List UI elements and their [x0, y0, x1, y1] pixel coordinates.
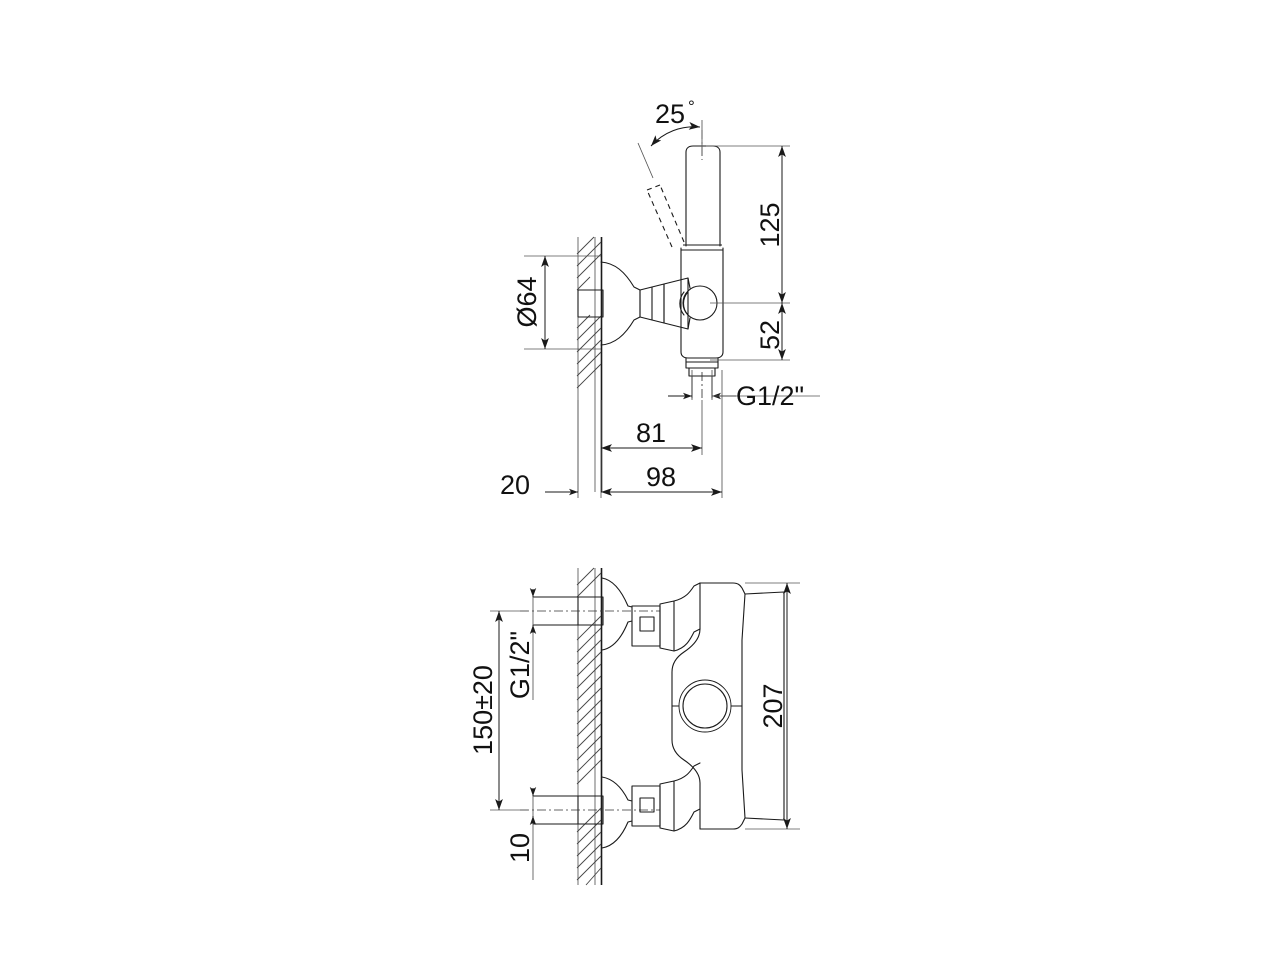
- escutcheon-lower-front: [601, 762, 701, 849]
- dim-98-label: 98: [646, 462, 676, 492]
- dim-150-label: 150±20: [468, 665, 498, 755]
- angle-ref-rotated: [637, 142, 654, 179]
- body-middle-seam: [741, 593, 746, 819]
- escutcheon-top: [600, 261, 641, 346]
- wall-hatch-bottom: [576, 567, 602, 886]
- dim-81: 81: [600, 400, 703, 498]
- control-knob-front: [671, 679, 743, 733]
- connector-lower-square: [639, 797, 655, 813]
- dim-81-label: 81: [636, 418, 666, 448]
- dim-diameter-64: Ø64: [512, 255, 601, 350]
- dim-98: 98: [601, 370, 723, 498]
- inlet-lower: [520, 795, 660, 825]
- thread-outlet-label: G1/2": [736, 381, 804, 411]
- dim-125: 125: [706, 145, 790, 304]
- wall-fixing-box: [577, 289, 604, 318]
- dim-52: 52: [710, 303, 790, 361]
- escutcheon-upper-front: [601, 577, 701, 652]
- lever-rotated-dashed: [646, 184, 685, 248]
- thread-inlet-label: G1/2": [505, 631, 535, 699]
- dim-10-label: 10: [505, 833, 535, 863]
- side-elevation-view: 25 ° 125 52 Ø64: [500, 97, 820, 500]
- connector-upper-flange: [659, 600, 675, 652]
- front-elevation-view: 150±20 G1/2" 10 207: [468, 567, 800, 886]
- connector-lower-body: [631, 785, 661, 827]
- dim-150: 150±20: [468, 610, 528, 811]
- dim-207-label: 207: [758, 683, 788, 728]
- wall-hatch-top: [576, 236, 602, 389]
- dim-angle-label: 25: [655, 99, 685, 129]
- dim-20: 20: [500, 400, 579, 500]
- dim-52-label: 52: [755, 320, 785, 350]
- angle-arc: [650, 122, 701, 147]
- dim-10: 10: [505, 787, 537, 880]
- dim-64-label: Ø64: [512, 276, 542, 327]
- thread-callout-outlet: G1/2": [668, 370, 820, 411]
- dim-angle-25: 25 °: [637, 97, 703, 179]
- connector-lower-flange: [659, 780, 675, 832]
- degree-symbol: °: [688, 97, 695, 116]
- wall-section-bottom: [576, 567, 603, 886]
- dim-20-label: 20: [500, 470, 530, 500]
- inlet-upper: [520, 596, 660, 626]
- mixer-body-top: [680, 130, 724, 400]
- dim-207: 207: [745, 582, 800, 830]
- wall-section-top: [576, 236, 604, 492]
- handle-knob-top: [679, 277, 718, 330]
- connector-upper-body: [631, 605, 661, 647]
- dim-125-label: 125: [755, 202, 785, 247]
- connector-upper-square: [639, 616, 655, 632]
- thread-callout-inlets: G1/2": [505, 588, 537, 700]
